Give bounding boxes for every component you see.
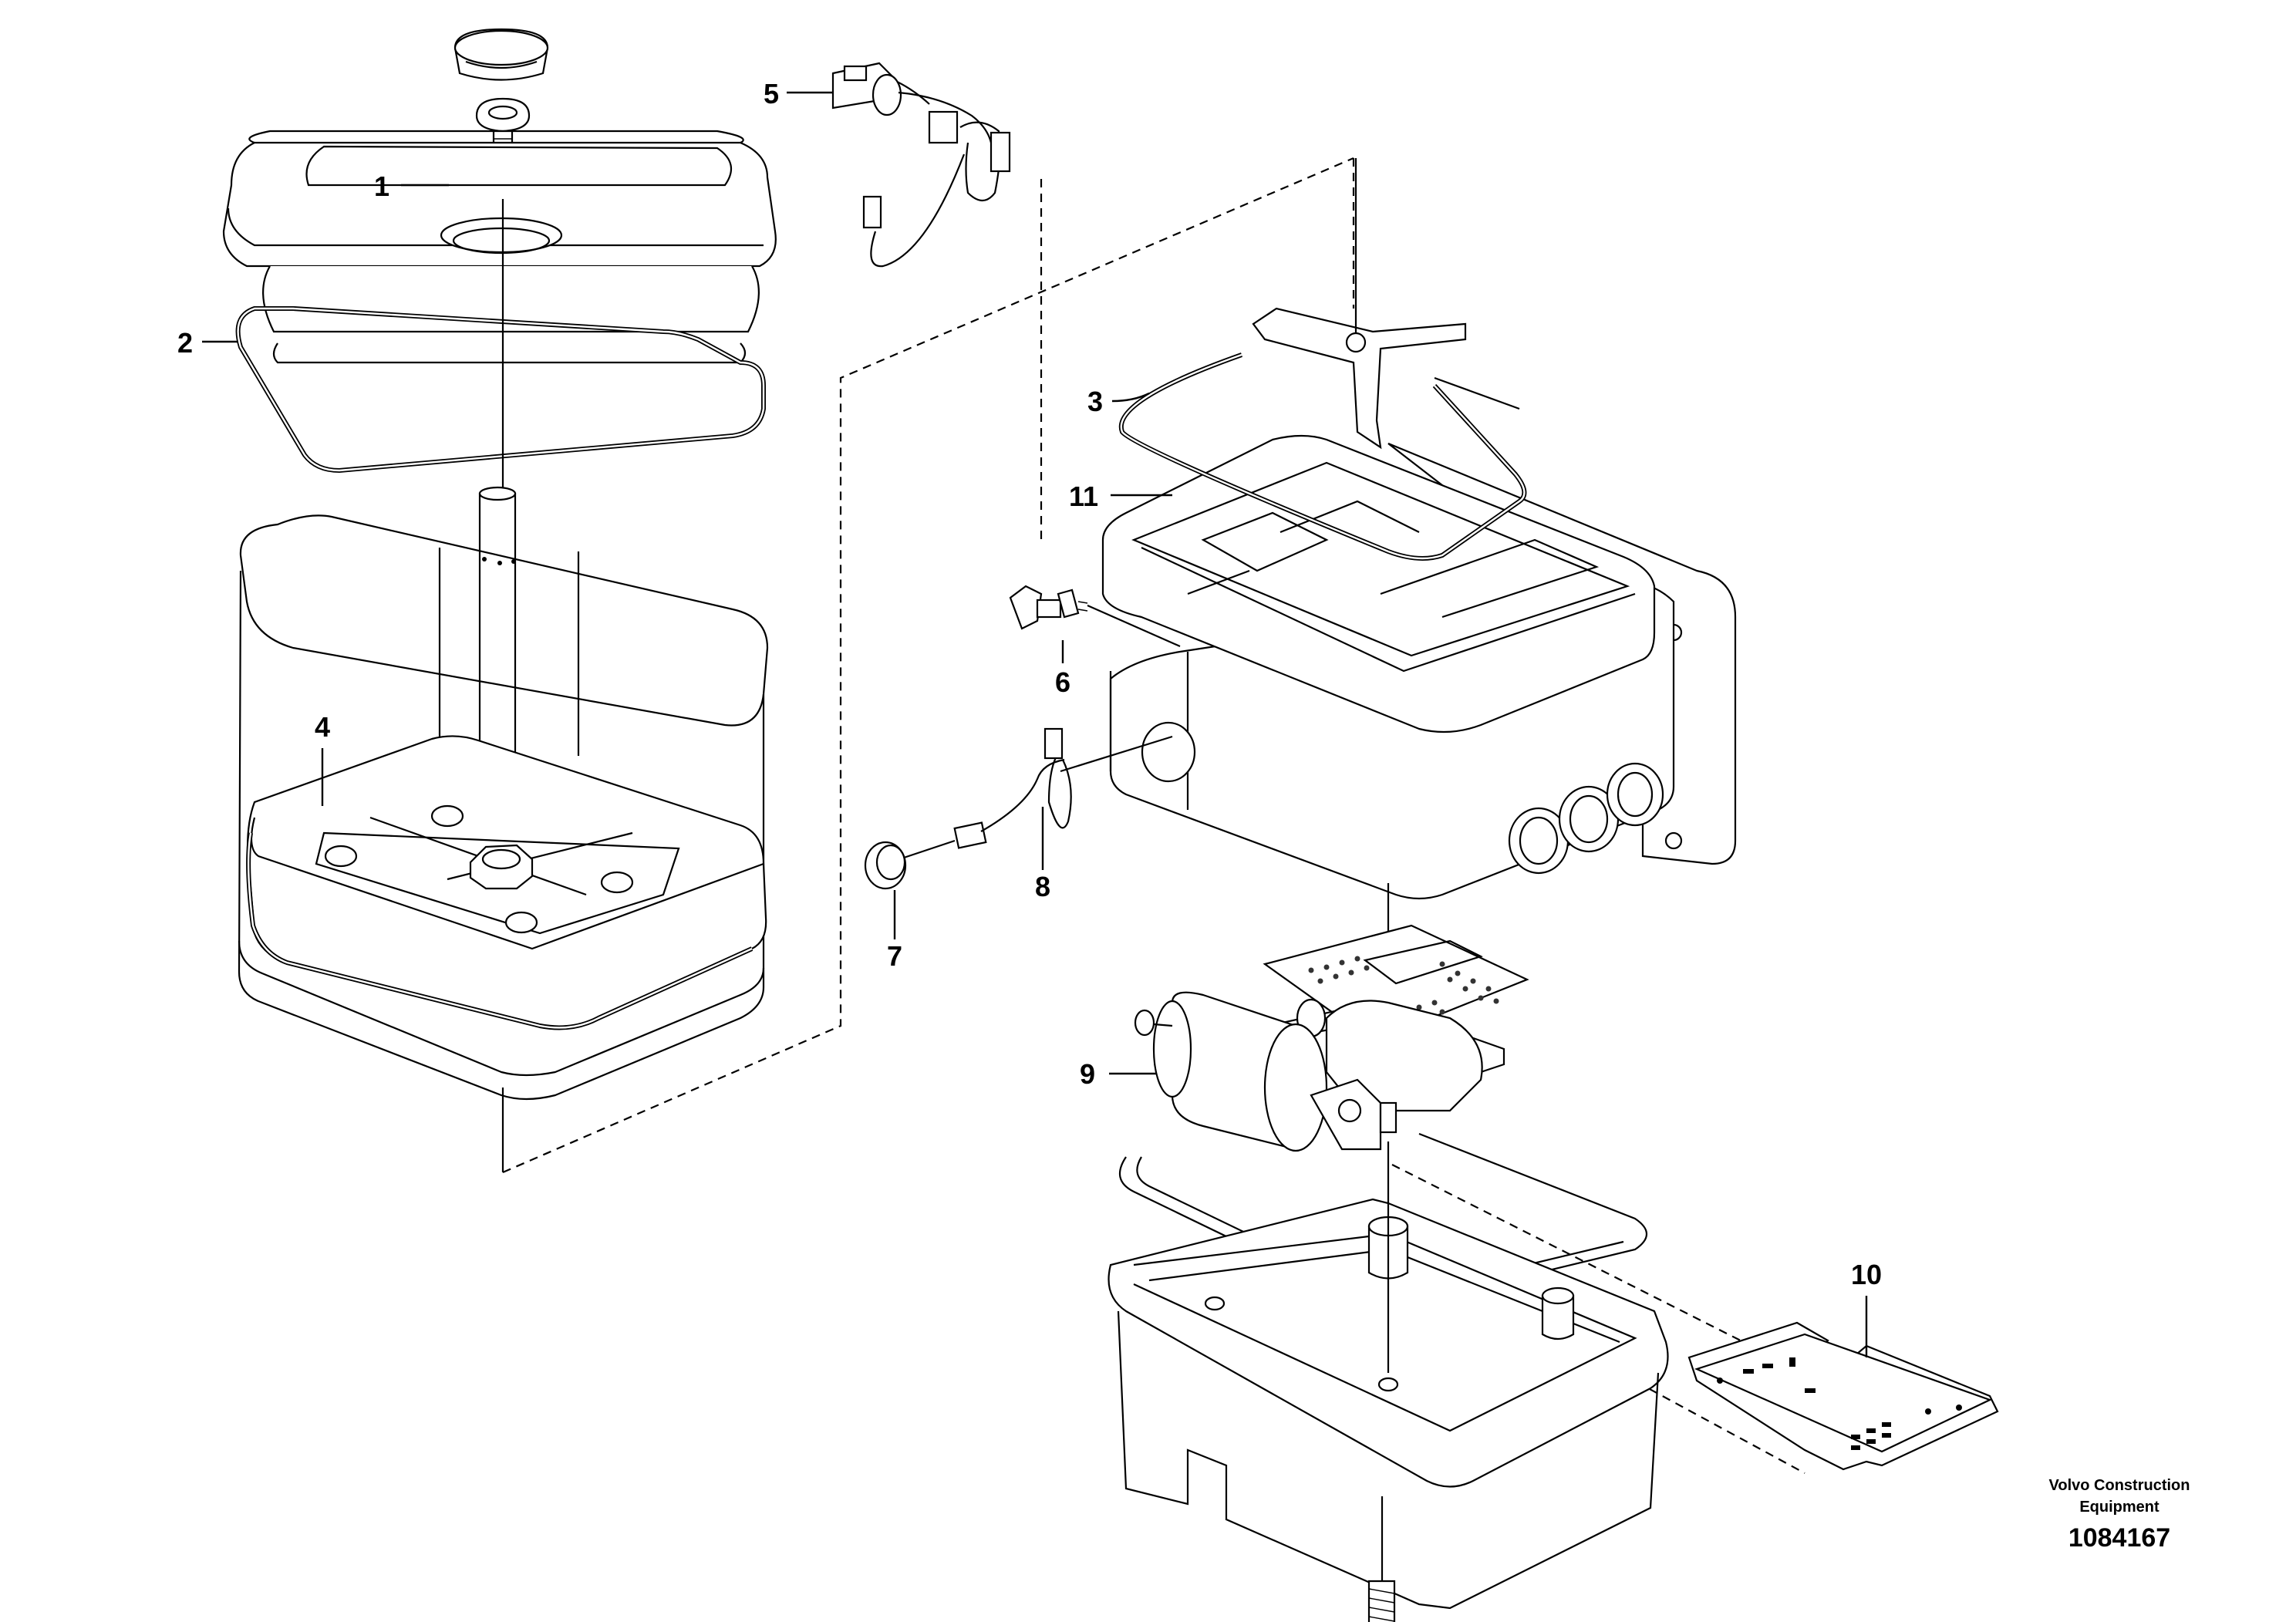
- document-number: 1084167: [2068, 1523, 2170, 1553]
- footer-brand: Volvo Construction Equipment 1084167: [2049, 1477, 2190, 1553]
- callout-numbers: 1 2 3 4 5 6 7 8 9 10 11: [177, 78, 1882, 1290]
- callout-4: 4: [315, 711, 330, 743]
- callout-10: 10: [1851, 1259, 1882, 1290]
- tank-lid: [222, 130, 777, 364]
- brand-line-2: Equipment: [2079, 1499, 2159, 1516]
- housing-ports: [1141, 721, 1664, 875]
- callout-3: 3: [1087, 386, 1103, 417]
- callout-5: 5: [764, 78, 779, 110]
- callout-8: 8: [1035, 871, 1050, 902]
- board-components: [1717, 1357, 1962, 1450]
- base-housing: [1108, 1132, 1669, 1622]
- callout-2: 2: [177, 327, 193, 359]
- left-assembly: [222, 28, 777, 1172]
- wire-item-8: [953, 727, 1173, 849]
- bolt-heads: [324, 804, 634, 934]
- brand-line-1: Volvo Construction: [2049, 1477, 2190, 1494]
- main-housing: [1101, 158, 1737, 900]
- callout-9: 9: [1080, 1058, 1095, 1090]
- gasket-item-2: [235, 306, 766, 474]
- vent-fitting: [475, 97, 531, 171]
- leader-lines: [202, 91, 1868, 1357]
- harness-item-5: [831, 62, 1011, 268]
- tank-body: [238, 514, 769, 1101]
- plug-item-7: [864, 839, 956, 890]
- strainer-basket-item-4: [246, 735, 767, 1030]
- gasket-item-3: [1118, 352, 1527, 561]
- callout-1: 1: [374, 170, 389, 202]
- callout-6: 6: [1055, 666, 1070, 698]
- pump-motor-item-9: [1134, 883, 1529, 1152]
- bracket-clip: [1252, 158, 1467, 450]
- fitting-item-6: [1009, 585, 1181, 648]
- knob-cap: [453, 28, 549, 81]
- circuit-board-item-10: [1687, 1321, 1999, 1471]
- callout-7: 7: [887, 940, 902, 972]
- callout-11: 11: [1069, 481, 1098, 512]
